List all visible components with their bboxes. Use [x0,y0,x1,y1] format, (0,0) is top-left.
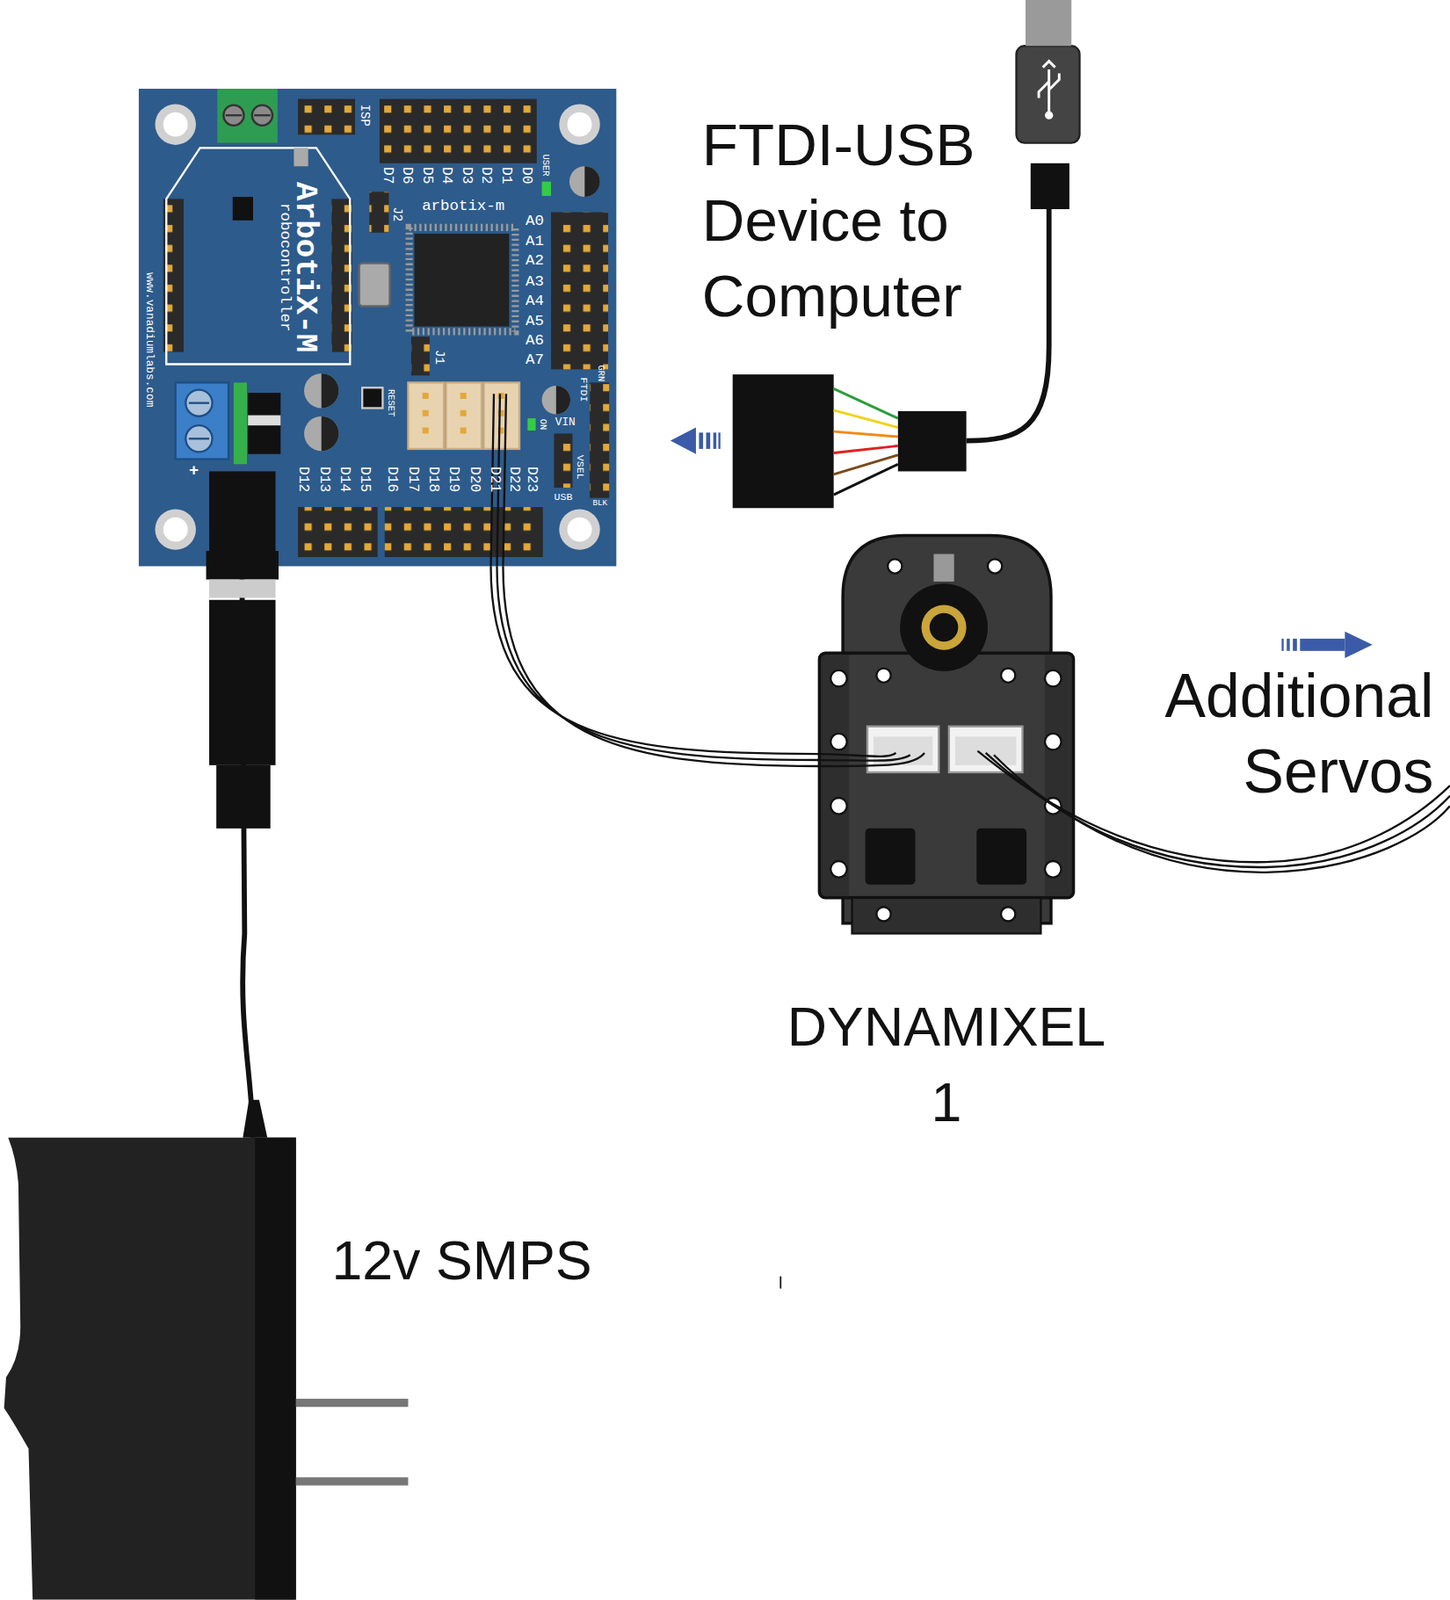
pin-label: www.vanadiumlabs.com [143,272,155,407]
power-jack [206,471,279,828]
led [527,418,536,431]
pin-label: D4 [439,166,454,185]
led [542,181,551,196]
pin-label: D2 [479,166,494,185]
pin-label: A4 [525,293,544,309]
servo-ports [407,382,520,449]
pin-label: D13 [317,466,332,493]
reset-button [362,387,383,408]
pin-label: USB [553,493,573,504]
pin-label: BLK [592,499,608,508]
pin-label: FTDI [577,377,588,403]
pin-label: A7 [525,352,544,368]
board-subtitle: robocontroller [276,203,292,332]
servo-label: DYNAMIXEL 1 [770,988,1124,1140]
pin-label: A2 [525,253,544,269]
device-label: FTDI-USB Device to Computer [702,107,988,334]
pin-label: D22 [507,466,522,493]
direction-arrow [670,427,721,455]
pin-label: ON [536,419,546,431]
smd-part [293,147,308,167]
pin-label: D7 [380,166,395,185]
pin-label: J1 [432,349,445,365]
board-name: ArbotiX-M [290,181,322,353]
supply-label: 12v SMPS [331,1227,592,1293]
pin-label: A0 [525,213,544,229]
servo-cable [491,565,820,767]
pin-label: D19 [447,466,462,493]
pin-label: RESET [384,389,394,417]
pin-label: D20 [468,466,483,493]
servo-body [819,536,1073,935]
terminal-block [217,88,278,144]
pin-label: VIN [555,416,576,428]
pin-label: A3 [525,274,544,290]
pin-label: D5 [420,166,435,185]
pin-label: D23 [525,466,540,493]
pin-label: D3 [460,166,475,185]
stray-mark [779,1276,782,1290]
pin-label: A1 [525,233,544,249]
pin-label: D1 [500,166,515,185]
ftdi-device [732,0,1081,508]
pin-label: D15 [358,466,373,493]
pin-label: D18 [426,466,441,493]
crystal [359,263,391,307]
pin-label: D6 [399,166,414,185]
pin-label: D17 [406,466,421,493]
small-chip [232,196,254,221]
microcontroller-chip [409,227,516,332]
pin-label: VSEL [574,455,586,480]
pin-label: + [188,463,199,480]
pin-label: D12 [297,466,312,493]
pin-label: J2 [391,206,404,222]
pin-label: D0 [519,166,534,185]
direction-arrow [1281,631,1372,659]
callout-label: Additional Servos [1132,659,1435,811]
pin-label: D14 [337,466,352,493]
power-adapter [4,1100,409,1600]
pin-label: ISP [358,104,371,127]
power-terminal [175,382,282,464]
pin-label: USER [540,154,550,177]
pin-label: A5 [525,313,544,329]
pin-label: D21 [487,466,502,493]
pin-label: GRN [595,365,605,383]
pin-label: arbotix-m [421,198,505,214]
pin-label: D16 [385,466,400,493]
pin-label: A6 [525,333,544,348]
